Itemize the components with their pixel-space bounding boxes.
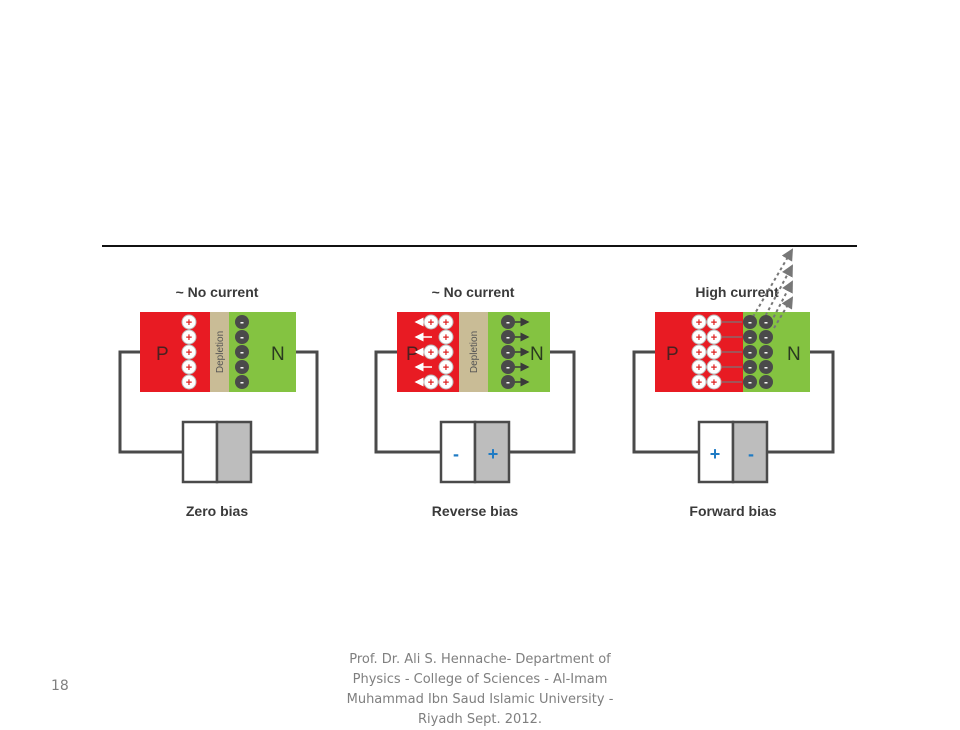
battery: + - (697, 420, 769, 484)
hole-sign: + (711, 347, 717, 359)
electron-sign: - (748, 360, 752, 374)
electrons: - - - - - (235, 315, 249, 389)
title-divider-line (102, 245, 857, 247)
n-label: N (530, 344, 544, 365)
n-label: N (787, 344, 801, 365)
depletion-region (459, 312, 488, 392)
circuit-wire (632, 350, 835, 454)
electron-sign: - (764, 375, 768, 389)
p-label: P (406, 344, 419, 365)
battery-positive-sign: + (710, 444, 721, 464)
bias-caption: Reverse bias (432, 503, 519, 519)
electron-sign: - (748, 345, 752, 359)
electron-sign: - (764, 315, 768, 329)
hole-sign: + (443, 347, 449, 359)
current-label: High current (695, 284, 779, 300)
battery (181, 420, 253, 484)
battery-negative-sign: - (453, 444, 459, 464)
electrons: - - - - - - - - - - (743, 315, 773, 389)
hole-sign: + (711, 377, 717, 389)
panel-zero-bias: ~ No current P N Depletion + + + + + - -… (118, 284, 319, 519)
depletion-label: Depletion (215, 331, 226, 373)
hole-sign: + (428, 347, 434, 359)
hole-sign: + (696, 362, 702, 374)
hole-sign: + (186, 317, 192, 329)
electron-sign: - (506, 315, 510, 329)
holes: + + + + + + + + (423, 314, 454, 390)
slide-footer: Prof. Dr. Ali S. Hennache- Department of… (346, 652, 614, 727)
bias-caption: Zero bias (186, 503, 248, 519)
slide-number: 18 (51, 678, 69, 694)
electron-sign: - (506, 330, 510, 344)
panel-forward-bias: High current P N + + + + + + + + + + (632, 248, 835, 519)
hole-sign: + (428, 317, 434, 329)
electron-sign: - (240, 315, 244, 329)
hole-sign: + (443, 377, 449, 389)
hole-sign: + (186, 332, 192, 344)
holes: + + + + + + + + + + (691, 314, 722, 390)
p-region (140, 312, 210, 392)
p-label: P (666, 344, 679, 365)
electron-sign: - (764, 345, 768, 359)
hole-sign: + (443, 317, 449, 329)
hole-sign: + (711, 332, 717, 344)
hole-sign: + (696, 317, 702, 329)
holes: + + + + + (181, 314, 197, 390)
circuit-wire (374, 350, 576, 454)
hole-sign: + (186, 347, 192, 359)
hole-sign: + (443, 362, 449, 374)
electron-sign: - (506, 375, 510, 389)
circuit-wire (118, 350, 319, 454)
battery: - + (439, 420, 511, 484)
hole-sign: + (443, 332, 449, 344)
p-label: P (156, 344, 169, 365)
electron-sign: - (240, 360, 244, 374)
electron-sign: - (506, 360, 510, 374)
electron-sign: - (748, 315, 752, 329)
electron-sign: - (240, 330, 244, 344)
bias-caption: Forward bias (689, 503, 776, 519)
depletion-region (210, 312, 229, 392)
panel-reverse-bias: ~ No current P N Depletion + + + + + + +… (374, 284, 576, 519)
electron-sign: - (748, 375, 752, 389)
electron-sign: - (748, 330, 752, 344)
hole-sign: + (696, 332, 702, 344)
hole-sign: + (186, 362, 192, 374)
battery-negative-sign: - (748, 444, 754, 464)
hole-sign: + (428, 377, 434, 389)
hole-sign: + (711, 362, 717, 374)
electrons: - - - - - (501, 315, 515, 389)
electron-sign: - (240, 345, 244, 359)
hole-sign: + (696, 377, 702, 389)
hole-sign: + (711, 317, 717, 329)
n-label: N (271, 344, 285, 365)
electron-sign: - (764, 360, 768, 374)
current-label: ~ No current (432, 284, 515, 300)
pn-junction-diagram: ~ No current P N Depletion + + + + + - -… (118, 248, 835, 519)
electron-sign: - (240, 375, 244, 389)
hole-sign: + (696, 347, 702, 359)
hole-sign: + (186, 377, 192, 389)
electron-sign: - (506, 345, 510, 359)
current-label: ~ No current (176, 284, 259, 300)
depletion-label: Depletion (469, 331, 480, 373)
battery-positive-sign: + (488, 444, 499, 464)
recombination-arrows (722, 321, 742, 383)
electron-sign: - (764, 330, 768, 344)
